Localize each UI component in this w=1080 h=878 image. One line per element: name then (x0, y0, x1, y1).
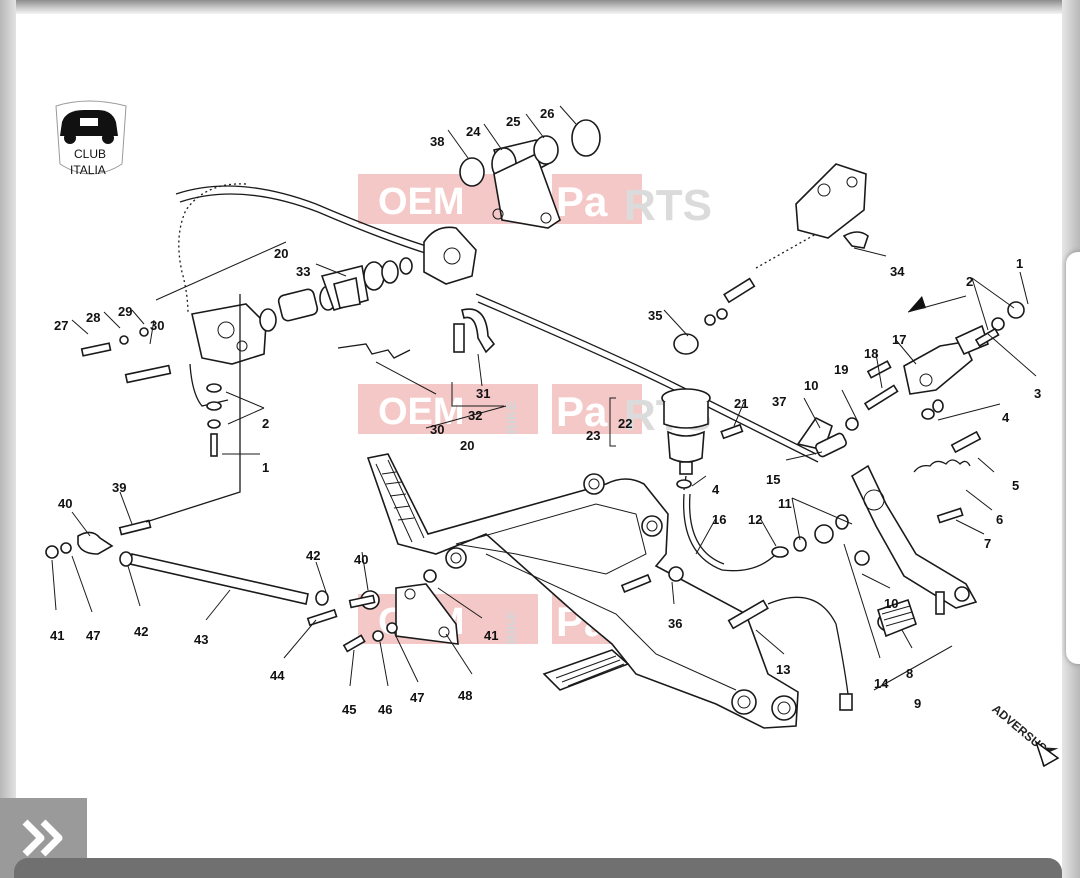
svg-text:6: 6 (996, 512, 1003, 527)
svg-text:39: 39 (112, 480, 126, 495)
double-chevron-right-icon (22, 819, 62, 857)
svg-text:5: 5 (1012, 478, 1019, 493)
svg-text:42: 42 (134, 624, 148, 639)
svg-text:3: 3 (1034, 386, 1041, 401)
svg-text:15: 15 (766, 472, 780, 487)
screw-21 (720, 423, 744, 440)
svg-text:1: 1 (1016, 256, 1023, 271)
svg-text:48: 48 (458, 688, 472, 703)
svg-text:2: 2 (966, 274, 973, 289)
svg-text:11: 11 (778, 496, 792, 511)
pistons-and-pads (259, 226, 477, 332)
svg-text:14: 14 (874, 676, 889, 691)
fluid-reservoir (661, 388, 777, 572)
svg-text:OEM: OEM (378, 391, 465, 433)
bleed-valve (453, 308, 496, 354)
svg-text:Pa: Pa (556, 388, 608, 435)
svg-text:7: 7 (984, 536, 991, 551)
svg-text:41: 41 (484, 628, 498, 643)
bracket-9 (873, 645, 953, 691)
brake-light-switch (727, 596, 853, 711)
svg-text:26: 26 (540, 106, 554, 121)
leader-lines (51, 105, 1037, 691)
svg-text:41: 41 (50, 628, 64, 643)
svg-text:16: 16 (712, 512, 726, 527)
direction-arrow-icon (1034, 740, 1060, 768)
direction-arrow-line (907, 295, 967, 313)
bracket-23 (609, 397, 616, 447)
svg-text:35: 35 (648, 308, 662, 323)
svg-text:12: 12 (748, 512, 762, 527)
svg-text:23: 23 (586, 428, 600, 443)
svg-text:10: 10 (804, 378, 818, 393)
pad-spring (337, 343, 411, 359)
svg-text:33: 33 (296, 264, 310, 279)
svg-text:30: 30 (150, 318, 164, 333)
svg-text:21: 21 (734, 396, 748, 411)
brake-caliper (80, 303, 267, 457)
svg-text:36: 36 (668, 616, 682, 631)
side-scroll-handle[interactable] (1066, 252, 1080, 664)
svg-text:20: 20 (274, 246, 288, 261)
brake-line (175, 183, 819, 463)
svg-text:13: 13 (776, 662, 790, 677)
svg-text:31: 31 (476, 386, 490, 401)
master-cylinder (673, 163, 869, 355)
svg-text:BIKE: BIKE (503, 611, 519, 644)
svg-text:30: 30 (430, 422, 444, 437)
svg-text:CLUB: CLUB (74, 147, 106, 161)
svg-text:8: 8 (906, 666, 913, 681)
bolt-36 (620, 566, 684, 593)
top-edge (0, 0, 1080, 14)
svg-text:40: 40 (354, 552, 368, 567)
pushrod-group (796, 301, 1025, 458)
svg-text:17: 17 (892, 332, 906, 347)
footpeg-bracket (366, 453, 799, 729)
svg-text:ITALIA: ITALIA (70, 163, 106, 177)
svg-text:2: 2 (262, 416, 269, 431)
svg-text:47: 47 (86, 628, 100, 643)
svg-text:10: 10 (884, 596, 898, 611)
svg-text:27: 27 (54, 318, 68, 333)
svg-text:40: 40 (58, 496, 72, 511)
svg-text:4: 4 (712, 482, 720, 497)
svg-text:45: 45 (342, 702, 356, 717)
watermark-middle: OEM BIKE Pa RTS (358, 384, 712, 440)
bottom-sheet-bar[interactable] (14, 858, 1062, 878)
svg-text:25: 25 (506, 114, 520, 129)
svg-text:37: 37 (772, 394, 786, 409)
svg-text:Pa: Pa (556, 178, 608, 225)
svg-text:1: 1 (262, 460, 269, 475)
svg-text:34: 34 (890, 264, 905, 279)
svg-text:BIKE: BIKE (503, 401, 519, 434)
svg-text:19: 19 (834, 362, 848, 377)
linkage-plate-lower (306, 569, 459, 653)
svg-text:29: 29 (118, 304, 132, 319)
svg-text:43: 43 (194, 632, 208, 647)
svg-text:20: 20 (460, 438, 474, 453)
pivot-cluster-top (459, 119, 601, 229)
svg-text:4: 4 (1002, 410, 1010, 425)
svg-text:9: 9 (914, 696, 921, 711)
svg-text:OEM: OEM (378, 181, 465, 223)
brake-pedal (771, 430, 982, 638)
svg-text:28: 28 (86, 310, 100, 325)
linkage-rod (45, 294, 329, 606)
svg-text:42: 42 (306, 548, 320, 563)
svg-text:44: 44 (270, 668, 285, 683)
svg-text:47: 47 (410, 690, 424, 705)
svg-text:46: 46 (378, 702, 392, 717)
svg-text:32: 32 (468, 408, 482, 423)
svg-text:18: 18 (864, 346, 878, 361)
svg-text:22: 22 (618, 416, 632, 431)
parts-diagram: OEM BIKE Pa RTS OEM BIKE Pa RTS OEM BIKE… (45, 100, 1060, 768)
svg-text:38: 38 (430, 134, 444, 149)
callout-labels: 1 1 2 2 3 4 4 5 6 7 8 9 10 10 11 12 13 1… (50, 106, 1041, 717)
club-italia-logo: CLUB ITALIA (55, 100, 127, 177)
left-edge (0, 0, 16, 878)
svg-text:24: 24 (466, 124, 481, 139)
diagram-page: OEM BIKE Pa RTS OEM BIKE Pa RTS OEM BIKE… (16, 14, 1062, 858)
svg-text:RTS: RTS (624, 181, 712, 230)
